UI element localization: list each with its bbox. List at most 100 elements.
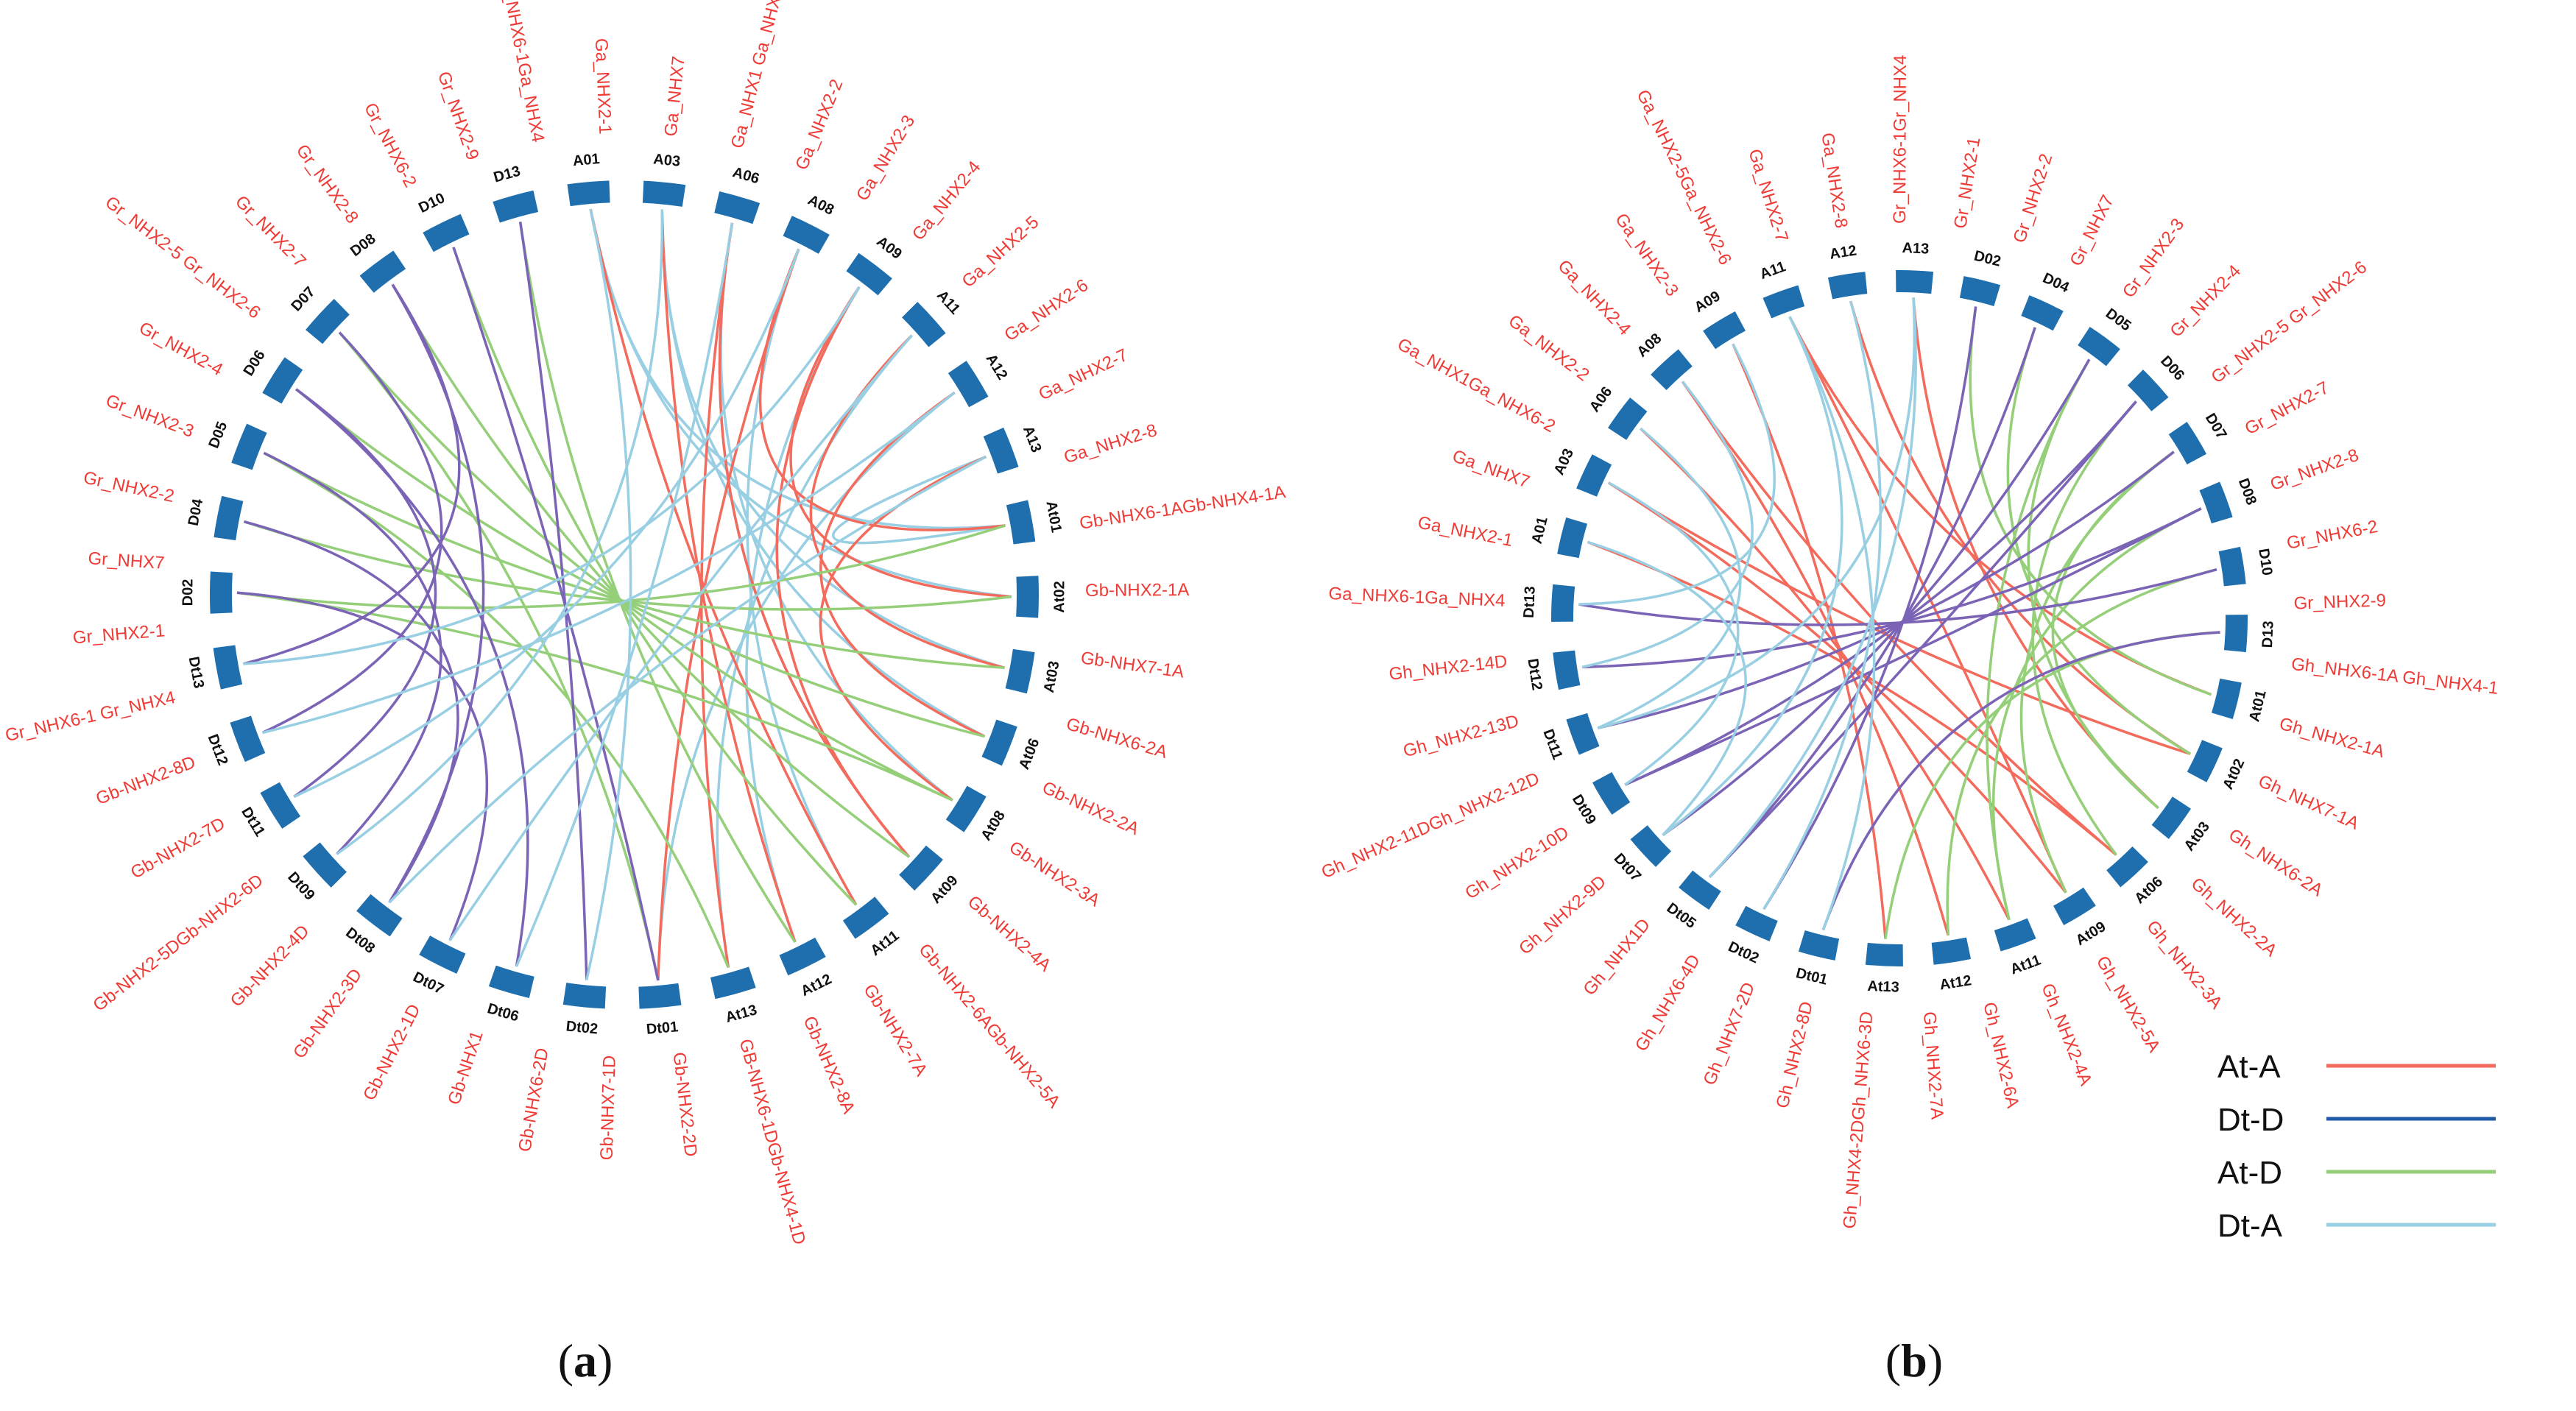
chromosome-block xyxy=(1608,397,1648,440)
synteny-link xyxy=(589,208,858,906)
gene-label: Ga_NHX1 Ga_NHX6-2 xyxy=(727,0,791,150)
chromosome-block xyxy=(842,897,889,939)
chromosome-label: D04 xyxy=(186,497,207,527)
chromosome-block xyxy=(2218,546,2246,587)
gene-label: Gr_NHX2-3 xyxy=(103,391,197,442)
gene-label: Gh_NHX2-2A xyxy=(2187,874,2281,961)
gene-label: Gb-NHX2-1A xyxy=(1085,580,1190,601)
synteny-link xyxy=(1708,297,1917,878)
chromosome-label: D06 xyxy=(241,347,269,379)
chromosome-block xyxy=(488,965,534,998)
chromosome-label: Dt13 xyxy=(1521,586,1539,618)
chromosome-block xyxy=(2078,327,2120,367)
chromosome-label: At06 xyxy=(2131,874,2166,908)
chromosome-block xyxy=(260,782,301,829)
gene-label: Gb-NHX1 xyxy=(444,1028,487,1107)
chromosome-label: D02 xyxy=(180,579,196,607)
chromosome-label: A11 xyxy=(934,287,963,317)
chromosome-label: At12 xyxy=(799,971,835,1000)
legend-label: Dt-A xyxy=(2217,1208,2283,1244)
synteny-link xyxy=(338,331,953,802)
synteny-link xyxy=(293,248,800,799)
chromosome-block xyxy=(2211,678,2242,720)
synteny-link xyxy=(657,392,956,981)
gene-label: Gr_NHX6-2 xyxy=(360,99,420,191)
gene-label: Ga_NHX2-4 xyxy=(1553,256,1634,339)
chromosome-block xyxy=(981,719,1017,766)
synteny-link xyxy=(1986,358,2091,921)
chromosome-block xyxy=(1551,584,1575,622)
gene-label: Gh_NHX2-13D xyxy=(1401,711,1521,761)
chromosome-label: A01 xyxy=(1529,515,1551,545)
gene-label: Gb-NHX2-8D xyxy=(93,752,199,809)
gene-label: Gh_NHX2-5A xyxy=(2092,952,2164,1055)
chromosome-block xyxy=(983,427,1019,474)
synteny-link xyxy=(243,283,461,665)
chromosome-label: Dt05 xyxy=(1664,900,1699,932)
synteny-link xyxy=(1662,316,1843,836)
gene-label: Ga_NHX7 xyxy=(661,55,689,138)
legend-label: At-A xyxy=(2217,1049,2281,1085)
gene-label: Gr_NHX2-3 xyxy=(2119,215,2189,302)
legend-item-at-a: At-A xyxy=(2217,1049,2496,1085)
chromosome-label: A09 xyxy=(873,233,905,263)
chromosome-block xyxy=(2106,846,2148,888)
synteny-link xyxy=(1624,507,2202,786)
chromosome-label: At12 xyxy=(1938,972,1972,993)
gene-label: Gr_NHX2-7 xyxy=(231,191,310,272)
chromosome-block xyxy=(1994,918,2036,952)
chromosome-label: At13 xyxy=(1867,978,1899,996)
chromosome-block xyxy=(1630,825,1672,867)
panel-tag-a: (a) xyxy=(558,1334,613,1387)
chromosome-block xyxy=(1865,942,1903,966)
chromosome-label: D07 xyxy=(2202,411,2230,442)
synteny-link xyxy=(1597,297,1916,729)
chromosome-block xyxy=(1679,870,1721,910)
chromosome-block xyxy=(2151,796,2191,839)
chromosome-block xyxy=(948,361,989,408)
gene-label: Gh_NHX6-4D xyxy=(1631,951,1704,1055)
gene-label: Gb-NHX2-1D xyxy=(359,1001,424,1104)
chromosome-label: A08 xyxy=(1634,330,1665,361)
chromosome-block xyxy=(1566,712,1600,755)
gene-label: Ga_NHX2-3 xyxy=(1611,210,1682,300)
chromosome-label: D10 xyxy=(2255,548,2275,577)
chromosome-block xyxy=(1557,517,1588,559)
synteny-link xyxy=(2031,400,2137,856)
chromosome-label: At02 xyxy=(2220,757,2248,793)
gene-label: GB-NHX6-1DGb-NHX4-1D xyxy=(735,1037,810,1247)
chromosome-block xyxy=(2187,740,2223,782)
chromosome-block xyxy=(356,894,403,937)
gene-label: Gb-NHX6-2D xyxy=(515,1047,553,1153)
synteny-link xyxy=(295,388,529,967)
gene-label: Ga_NHX2-7 xyxy=(1036,345,1132,405)
gene-label: Gb-NHX7-1A xyxy=(1079,648,1185,682)
chromosome-block xyxy=(846,252,892,296)
chromosome-label: At03 xyxy=(1041,659,1063,694)
chromosome-label: D05 xyxy=(2103,305,2134,334)
gene-label: Gb-NHX7-1D xyxy=(597,1055,620,1160)
chromosome-block xyxy=(1005,648,1035,694)
chromosome-block xyxy=(2021,295,2064,331)
gene-label: Gh_NHX2-7A xyxy=(1919,1011,1947,1120)
gene-label: Gh_NHX2-9D xyxy=(1515,871,1610,958)
synteny-link xyxy=(746,248,858,906)
synteny-link xyxy=(515,222,734,967)
chromosome-label: Dt07 xyxy=(410,969,446,997)
chromosome-label: At13 xyxy=(724,1002,759,1026)
chromosome-block xyxy=(493,190,539,223)
gene-label: Ga_NHX2-8 xyxy=(1062,420,1160,467)
gene-label: Ga_NHX2-3 xyxy=(853,112,919,205)
synteny-link xyxy=(1578,567,2217,626)
chromosome-block xyxy=(1006,500,1036,545)
synteny-link xyxy=(518,222,797,944)
chromosome-block xyxy=(562,983,607,1009)
chromosome-label: Dt13 xyxy=(186,655,207,690)
chromosome-block xyxy=(638,983,682,1009)
chromosome-block xyxy=(1762,285,1805,319)
chromosome-label: At09 xyxy=(928,872,961,907)
gene-label: Ga_NHX6-1Ga_NHX4 xyxy=(495,0,548,144)
gene-label: Gr_NHX6-1Gr_NHX4 xyxy=(1890,55,1910,224)
